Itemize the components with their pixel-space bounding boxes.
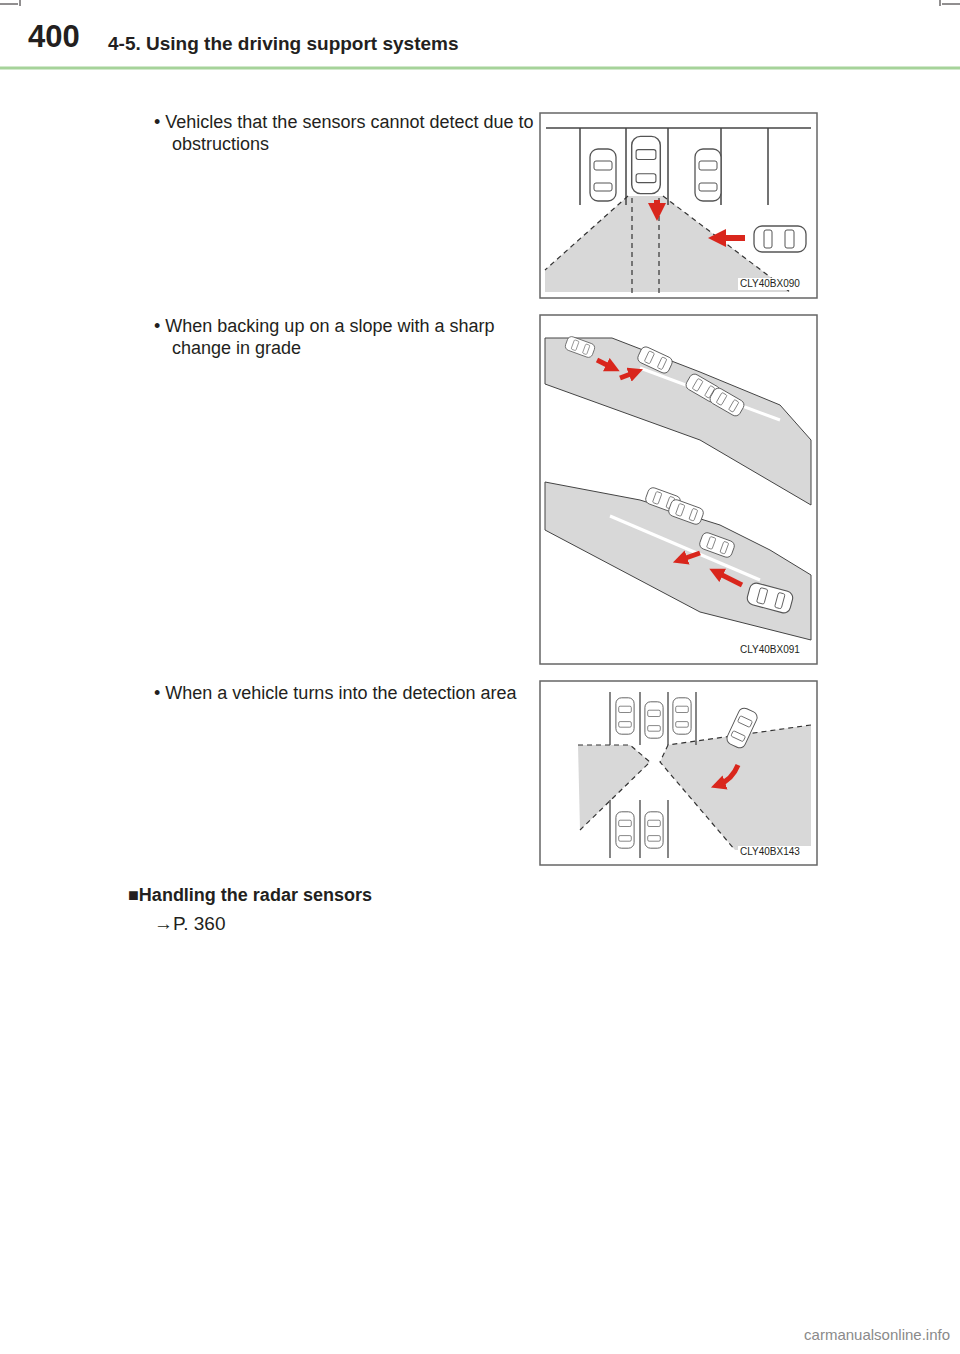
page-number: 400 [28, 18, 108, 55]
subheading: ■Handling the radar sensors [128, 885, 508, 907]
header-rule [0, 67, 960, 70]
bullet-note: • When backing up on a slope with a shar… [154, 316, 540, 359]
crop-marks [0, 0, 960, 6]
figure-code: CLY40BX090 [738, 278, 814, 290]
bullet-note: • Vehicles that the sensors cannot detec… [154, 112, 540, 155]
bullet-note: • When a vehicle turns into the detectio… [154, 683, 540, 705]
page-reference: →P. 360 [154, 913, 354, 936]
turning-vehicle-illustration [540, 681, 817, 865]
obstruction-illustration [540, 113, 817, 298]
slope-illustration [540, 315, 817, 664]
figure-code: CLY40BX143 [738, 846, 814, 858]
section-header: 4-5. Using the driving support systems [108, 33, 459, 56]
watermark: carmanualsonline.info [660, 1326, 950, 1344]
figure-code: CLY40BX091 [738, 644, 814, 656]
